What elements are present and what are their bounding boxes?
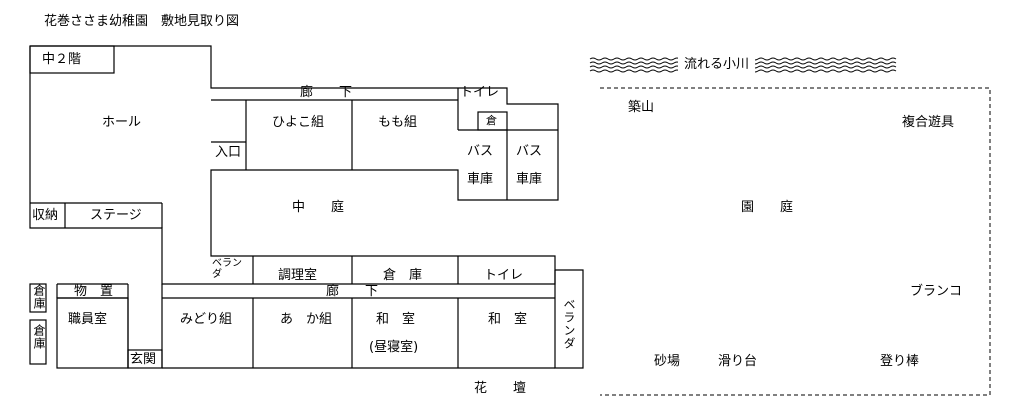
room-aka: あ か組 [280, 312, 333, 327]
yard-swing: ブランコ [910, 284, 963, 299]
room-storage: 収納 [32, 208, 59, 223]
front-entrance: 玄関 [130, 352, 157, 367]
room-hiyoko: ひよこ組 [272, 115, 325, 130]
small-room: 倉 [486, 114, 497, 127]
room-stage: ステージ [90, 208, 142, 223]
bus-label-2: バス [516, 144, 543, 159]
stream-label: 流れる小川 [678, 57, 756, 73]
room-nap: (昼寝室) [369, 340, 419, 355]
room-momo: もも組 [378, 115, 418, 130]
mezzanine-box [29, 45, 115, 74]
bus-label-1: バス [467, 144, 494, 159]
room-kitchen: 調理室 [278, 268, 318, 283]
veranda-box [554, 269, 584, 369]
yard-hill: 築山 [628, 100, 655, 115]
room-storeroom: 物 置 [74, 284, 114, 299]
yard-sandbox: 砂場 [654, 354, 681, 369]
staff-room-box [56, 297, 129, 369]
room-entrance: 入口 [215, 145, 242, 160]
room-hall: ホール [102, 115, 142, 130]
corridor-bottom: 廊 下 [326, 284, 379, 299]
yard-slide: 滑り台 [718, 354, 758, 369]
toilet-top: トイレ [460, 85, 500, 100]
storage-small-1: 倉庫 [32, 284, 46, 310]
flowerbed: 花 壇 [474, 381, 527, 396]
garage-label-2: 車庫 [516, 172, 543, 187]
garden-boundary [600, 87, 991, 396]
garage-label-1: 車庫 [467, 172, 494, 187]
veranda-vertical: ベランダ [562, 298, 576, 350]
corridor-top: 廊 下 [300, 85, 353, 100]
storage-box-1 [29, 283, 47, 313]
room-warehouse: 倉 庫 [383, 268, 423, 283]
storage-small-2: 倉庫 [32, 324, 46, 350]
yard-play-equipment: 複合遊具 [902, 115, 955, 130]
building-outline [29, 45, 559, 285]
storage-box-2 [29, 319, 47, 365]
room-japanese-2: 和 室 [488, 312, 528, 327]
room-mezzanine: 中２階 [42, 52, 82, 67]
page-title: 花巻ささま幼稚園 敷地見取り図 [44, 14, 240, 29]
room-midori: みどり組 [180, 312, 233, 327]
room-staff: 職員室 [68, 312, 108, 327]
yard-climbing-pole: 登り棒 [880, 354, 920, 369]
room-japanese-1: 和 室 [376, 312, 416, 327]
veranda-small: ベランダ [212, 258, 242, 280]
toilet-mid: トイレ [484, 268, 524, 283]
yard-garden: 園 庭 [741, 200, 794, 215]
courtyard: 中 庭 [292, 200, 345, 215]
